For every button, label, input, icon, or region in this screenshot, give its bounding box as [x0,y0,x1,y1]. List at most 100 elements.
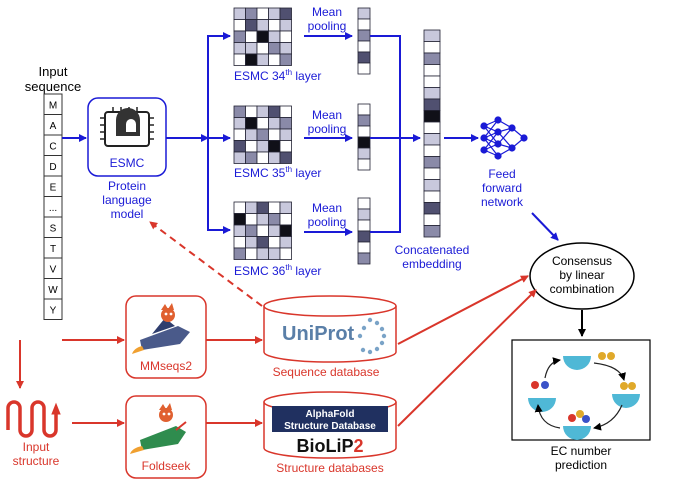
pooling-label-1b: pooling [308,19,347,33]
alphafold-line-2: Structure Database [284,421,376,432]
beta-sheet-icon [6,400,61,438]
structdb-to-consensus-arrow [397,289,537,427]
pooling-label-2b: pooling [308,122,347,136]
foldseek-mascot-icon [130,403,187,454]
ffn-label-2: forward [482,181,522,195]
pooled-vector-cell [357,136,371,149]
sequence-residue: T [50,244,56,255]
pooled-vector-cell [357,62,371,75]
sequence-residue: A [50,121,57,132]
esmc-caption-1: Protein [108,179,146,193]
consensus-label-2: by linear [559,268,604,282]
grid-cell [245,30,258,43]
grid-cell [233,19,246,32]
layer-grids [233,7,292,260]
grid-cell [245,128,258,141]
sequence-database-caption: Sequence database [273,365,380,379]
grid-cell [233,117,246,130]
grid-cell [279,117,292,130]
grid-cell [233,236,246,249]
sequence-residue: V [50,264,57,275]
sequence-residue: S [50,223,57,234]
pooled-vector-cell [357,197,371,210]
grid-cell [268,30,281,43]
grid-cell [256,117,269,130]
pooling-label-2a: Mean [312,108,342,122]
grid-cell [279,140,292,153]
sequence-residue: W [48,285,58,296]
uniprot-dots-icon [357,317,387,355]
grid-cell [245,42,258,55]
grid-cell [245,201,258,214]
concat-embedding-cell [423,225,441,238]
pooled-vector-cell [357,158,371,171]
grid-cell [256,236,269,249]
pooled-vector-cell [357,125,371,138]
grid-cell [256,30,269,43]
grid-cell [233,224,246,237]
input-structure-label-2: structure [13,454,60,468]
concat-embedding-cell [423,179,441,192]
ec-prediction-box [511,339,651,441]
pooled-vector-cell [357,40,371,53]
alphafold-line-1: AlphaFold [306,409,355,420]
grid-cell [268,213,281,226]
ffn-label-3: network [481,195,524,209]
pooled-vector-cell [357,18,371,31]
grid-cell [279,105,292,118]
sequence-residue: M [49,100,57,111]
pooled-vector-cell [357,219,371,232]
chip-icon [100,107,154,147]
grid-cell [268,201,281,214]
grid-cell [256,247,269,260]
input-structure-label-1: Input [23,440,50,454]
biolip-logo-text: BioLiP2 [296,436,363,456]
grid-cell [279,30,292,43]
pooled-vector-cell [357,230,371,243]
concat-embedding-cell [423,64,441,77]
grid-cell [268,117,281,130]
neural-network-icon [480,116,528,160]
grid-cell [233,30,246,43]
grid-cell [279,213,292,226]
grid-cell [256,213,269,226]
layer-36-caption: ESMC 36th layer [234,263,321,278]
grid-cell [256,42,269,55]
concat-embedding-cell [423,110,441,123]
foldseek-label: Foldseek [142,459,192,473]
input-sequence-title-2: sequence [25,79,81,94]
alphafold-banner [272,406,388,432]
grid-cell [233,53,246,66]
ffn-to-consensus-arrow [531,212,559,241]
concat-embedding-cell [423,121,441,134]
grid-cell [256,7,269,20]
concat-embedding-cell [423,98,441,111]
sequence-residue: D [49,162,56,173]
concat-arrows [370,35,479,233]
sequence-residue: ... [49,203,57,214]
grid-cell [233,151,246,164]
grid-cell [279,53,292,66]
grid-cell [279,7,292,20]
layer-35-caption: ESMC 35th layer [234,165,321,180]
grid-cell [245,213,258,226]
grid-cell [256,140,269,153]
grid-cell [245,105,258,118]
concat-embedding-cell [423,75,441,88]
grid-cell [245,236,258,249]
grid-cell [268,19,281,32]
esmc-caption-2: language [102,193,152,207]
pooled-vectors [357,7,441,265]
sequence-residue: C [49,141,56,152]
pooling-label-3b: pooling [308,215,347,229]
grid-cell [256,151,269,164]
grid-cell [256,53,269,66]
pooled-vector-cell [357,103,371,116]
mmseqs-label: MMseqs2 [140,359,192,373]
grid-cell [245,117,258,130]
pooling-label-3a: Mean [312,201,342,215]
grid-cell [279,128,292,141]
grid-cell [256,224,269,237]
esmc-caption-3: model [111,207,144,221]
grid-cell [233,7,246,20]
